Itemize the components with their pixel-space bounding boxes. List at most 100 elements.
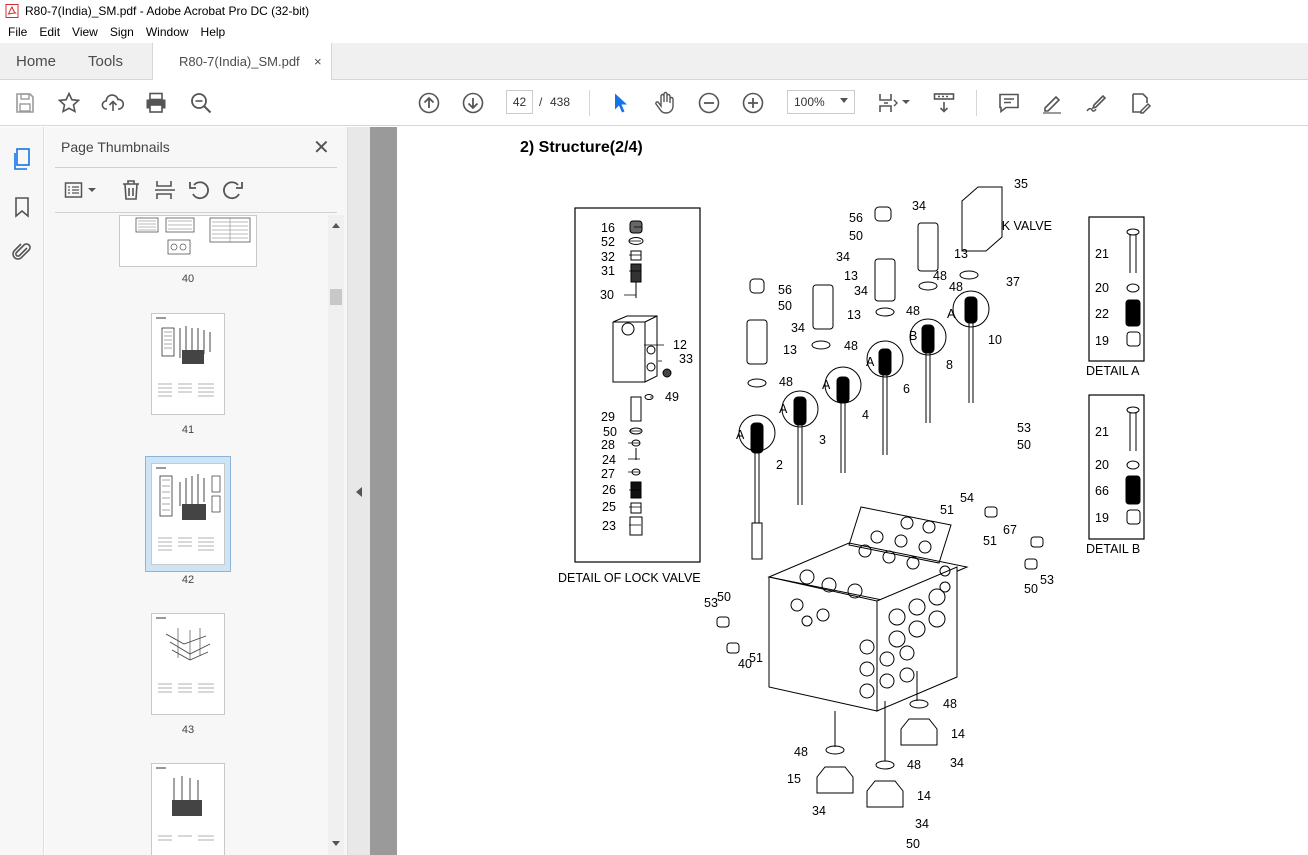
svg-text:40: 40 [738,657,752,671]
rotate-right-icon[interactable] [221,178,245,202]
page-fit-icon[interactable] [876,91,900,115]
cloud-upload-icon[interactable] [101,91,125,115]
sign-pen-icon[interactable] [1084,91,1108,115]
svg-text:34: 34 [915,817,929,831]
scroll-up-icon[interactable] [332,223,340,228]
left-rail [0,127,44,855]
svg-text:51: 51 [940,503,954,517]
part-label: 19 [1095,334,1109,348]
detail-a-box [1088,216,1145,362]
scroll-down-icon[interactable] [332,841,340,846]
svg-text:56: 56 [778,283,792,297]
zoom-value: 100% [794,95,825,109]
thumbnail-page-40[interactable] [119,215,257,267]
menu-sign[interactable]: Sign [109,25,134,39]
menu-edit[interactable]: Edit [39,25,61,39]
attachment-icon[interactable] [10,240,34,264]
menu-file[interactable]: File [8,25,28,39]
svg-text:50: 50 [906,837,920,851]
svg-text:48: 48 [794,745,808,759]
next-page-icon[interactable] [461,91,485,115]
close-icon[interactable]: ✕ [313,137,330,159]
lock-valve-detail-box [574,207,701,563]
extract-pages-icon[interactable] [153,178,177,202]
bookmark-icon[interactable] [10,195,34,219]
panel-collapse-handle[interactable] [348,127,370,855]
delete-icon[interactable] [119,178,143,202]
svg-text:48: 48 [907,758,921,772]
toolbar-separator [976,90,977,116]
svg-text:51: 51 [983,534,997,548]
window-title: R80-7(India)_SM.pdf - Adobe Acrobat Pro … [25,4,310,18]
svg-text:50: 50 [849,229,863,243]
svg-text:53: 53 [1017,421,1031,435]
thumbnail-number: 43 [181,724,195,736]
scrollbar-thumb[interactable] [330,289,342,305]
section-heading: 2) Structure(2/4) [520,139,643,156]
page-thumbnails-panel: Page Thumbnails ✕ [45,127,348,855]
tab-close-icon[interactable]: × [314,54,322,69]
zoom-select[interactable]: 100% [787,90,855,114]
thumbnail-page-42[interactable] [151,463,225,565]
page-total: 438 [550,95,571,109]
svg-text:53: 53 [1040,573,1054,587]
title-bar: R80-7(India)_SM.pdf - Adobe Acrobat Pro … [0,0,1308,22]
svg-text:67: 67 [1003,523,1017,537]
svg-text:50: 50 [1017,438,1031,452]
menu-window[interactable]: Window [145,25,189,39]
thumbnail-page-43[interactable] [151,613,225,715]
svg-text:A: A [947,307,956,321]
zoom-out-icon[interactable] [697,91,721,115]
select-cursor-icon[interactable] [608,91,632,115]
svg-text:50: 50 [1024,582,1038,596]
hand-tool-icon[interactable] [653,91,677,115]
part-label: 31 [601,264,615,278]
thumbnail-scrollbar[interactable] [328,215,344,855]
tab-home[interactable]: Home [16,53,57,70]
part-label: 28 [601,438,615,452]
chevron-down-icon[interactable] [88,188,96,192]
svg-text:48: 48 [943,697,957,711]
part-label: 12 [673,338,687,352]
menu-view[interactable]: View [72,25,98,39]
star-icon[interactable] [57,91,81,115]
detail-b-box [1088,394,1145,540]
svg-text:13: 13 [847,308,861,322]
svg-text:48: 48 [906,304,920,318]
svg-text:10: 10 [988,333,1002,347]
previous-page-icon[interactable] [417,91,441,115]
page-fit-dropdown-icon[interactable] [902,100,910,104]
tab-document[interactable]: R80-7(India)_SM.pdf × [152,43,332,80]
svg-text:A: A [736,428,745,442]
document-view[interactable]: 2) Structure(2/4) DETAIL OF LOCK VALVE [370,127,1308,855]
thumbnail-page-41[interactable] [151,313,225,415]
tab-tools[interactable]: Tools [88,53,124,70]
comment-icon[interactable] [997,91,1021,115]
svg-text:13: 13 [783,343,797,357]
thumbnail-page-44[interactable] [151,763,225,855]
print-icon[interactable] [144,91,168,115]
page-number-input[interactable]: 42 [506,90,533,114]
scroll-mode-icon[interactable] [932,91,956,115]
part-label: 30 [600,288,614,302]
zoom-in-icon[interactable] [741,91,765,115]
part-label: 49 [665,390,679,404]
svg-text:6: 6 [903,382,910,396]
options-menu-icon[interactable] [63,178,87,202]
part-label: 52 [601,235,615,249]
rotate-left-icon[interactable] [187,178,211,202]
tab-document-label: R80-7(India)_SM.pdf [179,54,300,69]
menu-help[interactable]: Help [200,25,226,39]
edit-pdf-icon[interactable] [1128,91,1152,115]
svg-text:15: 15 [787,772,801,786]
zoom-search-icon[interactable] [189,91,213,115]
svg-text:35: 35 [1014,177,1028,191]
detail-lock-valve-label: DETAIL OF LOCK VALVE [558,571,701,585]
page-thumbnails-icon[interactable] [10,147,34,171]
save-icon[interactable] [13,91,37,115]
highlight-pen-icon[interactable] [1040,91,1064,115]
part-label: 29 [601,410,615,424]
part-label: 21 [1095,425,1109,439]
page-separator: / [539,95,543,109]
svg-text:50: 50 [778,299,792,313]
